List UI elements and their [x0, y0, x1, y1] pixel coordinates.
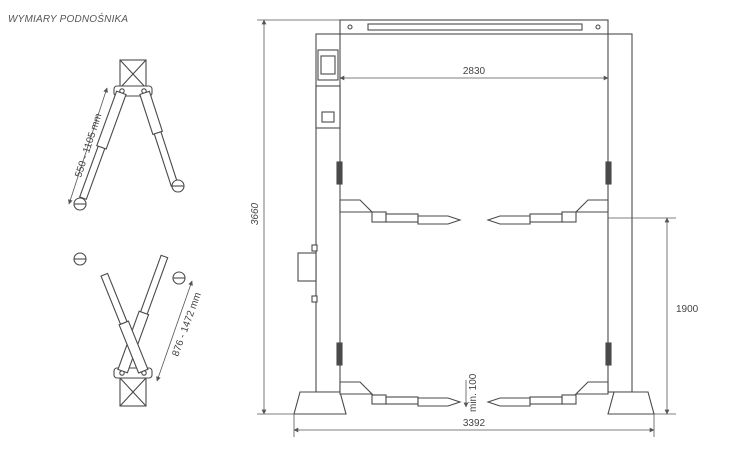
arm-long-range-label: 876 - 1472 mm	[170, 291, 203, 358]
min-height-label: min. 100	[468, 373, 479, 412]
arm-short-dimension	[68, 87, 108, 205]
dimension-lines	[257, 19, 676, 437]
page-title: WYMIARY PODNOŚNIKA	[8, 14, 129, 25]
arm-long-dimension	[156, 280, 193, 382]
inner-width-label: 2830	[463, 66, 486, 77]
arm-height-label: 1900	[676, 304, 699, 315]
outer-width-label: 3392	[463, 418, 486, 429]
arm-detail-long	[73, 252, 186, 407]
raised-arms	[339, 199, 609, 225]
total-height-label: 3660	[250, 202, 261, 225]
lift-front-view	[293, 19, 655, 415]
lowered-arms	[339, 381, 609, 407]
